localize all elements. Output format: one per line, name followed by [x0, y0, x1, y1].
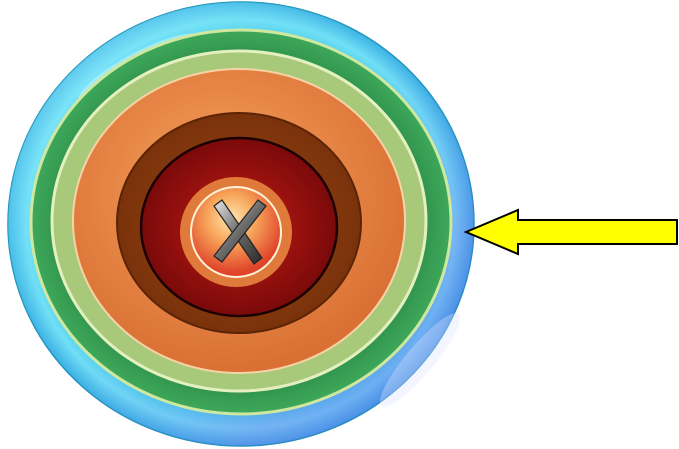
arrow-left-icon [466, 210, 677, 254]
